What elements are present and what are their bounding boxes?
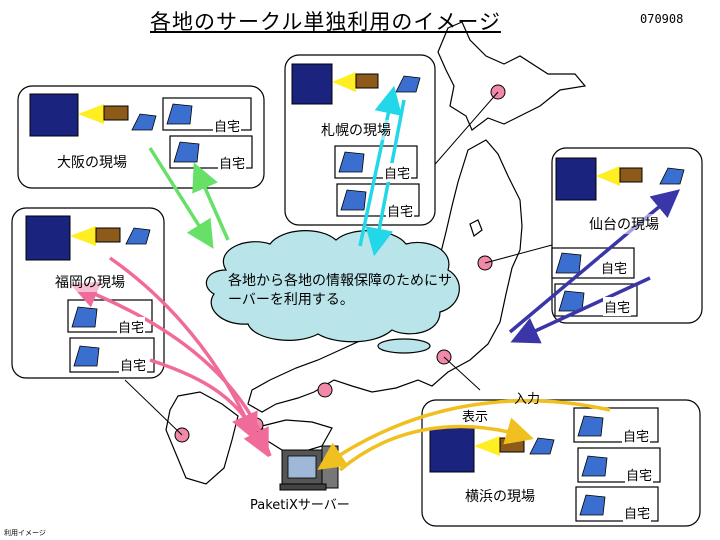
kyushu-island [165, 391, 239, 485]
home-laptops [71, 103, 608, 516]
home-label-osaka-2: 自宅 [218, 153, 247, 172]
site-scenes [25, 63, 685, 473]
home-label-sendai-2: 自宅 [603, 297, 632, 316]
hokkaido-island [437, 21, 587, 131]
footnote: 利用イメージ [4, 529, 46, 537]
home-label-fukuoka-1: 自宅 [117, 317, 146, 336]
document-code: 070908 [640, 12, 684, 26]
site-label-sapporo: 札幌の現場 [320, 120, 392, 140]
fukuoka-scene [25, 215, 151, 261]
yokohama-scene [429, 427, 555, 473]
display-label: 表示 [462, 410, 489, 425]
home-label-yokohama-1: 自宅 [622, 426, 651, 445]
home-label-sapporo-1: 自宅 [383, 163, 412, 182]
home-label-sendai-1: 自宅 [600, 258, 629, 277]
server-label: PaketiXサーバー [250, 498, 350, 513]
site-label-yokohama: 横浜の現場 [464, 486, 536, 506]
sado-island [469, 219, 483, 237]
site-label-sendai: 仙台の現場 [588, 214, 660, 234]
home-label-yokohama-2: 自宅 [625, 465, 654, 484]
home-label-osaka-1: 自宅 [213, 116, 242, 135]
callout-lines [124, 91, 553, 436]
server-icon [279, 445, 339, 491]
sendai-scene [555, 157, 685, 201]
cloud-text: 各地から各地の情報保障のためにサーバーを利用する。 [228, 273, 452, 308]
input-label: 入力 [514, 392, 541, 407]
japan-map [165, 21, 587, 485]
home-label-sapporo-2: 自宅 [386, 201, 415, 220]
site-label-osaka: 大阪の現場 [56, 152, 128, 172]
home-label-fukuoka-2: 自宅 [119, 355, 148, 374]
connection-arrows [70, 85, 681, 472]
osaka-scene [29, 93, 157, 137]
site-label-fukuoka: 福岡の現場 [54, 272, 126, 292]
home-label-yokohama-3: 自宅 [623, 503, 652, 522]
osaka-marker [317, 382, 333, 398]
page-title: 各地のサークル単独利用のイメージ [150, 10, 501, 34]
sapporo-scene [291, 63, 421, 105]
cloud-shape [205, 230, 460, 354]
